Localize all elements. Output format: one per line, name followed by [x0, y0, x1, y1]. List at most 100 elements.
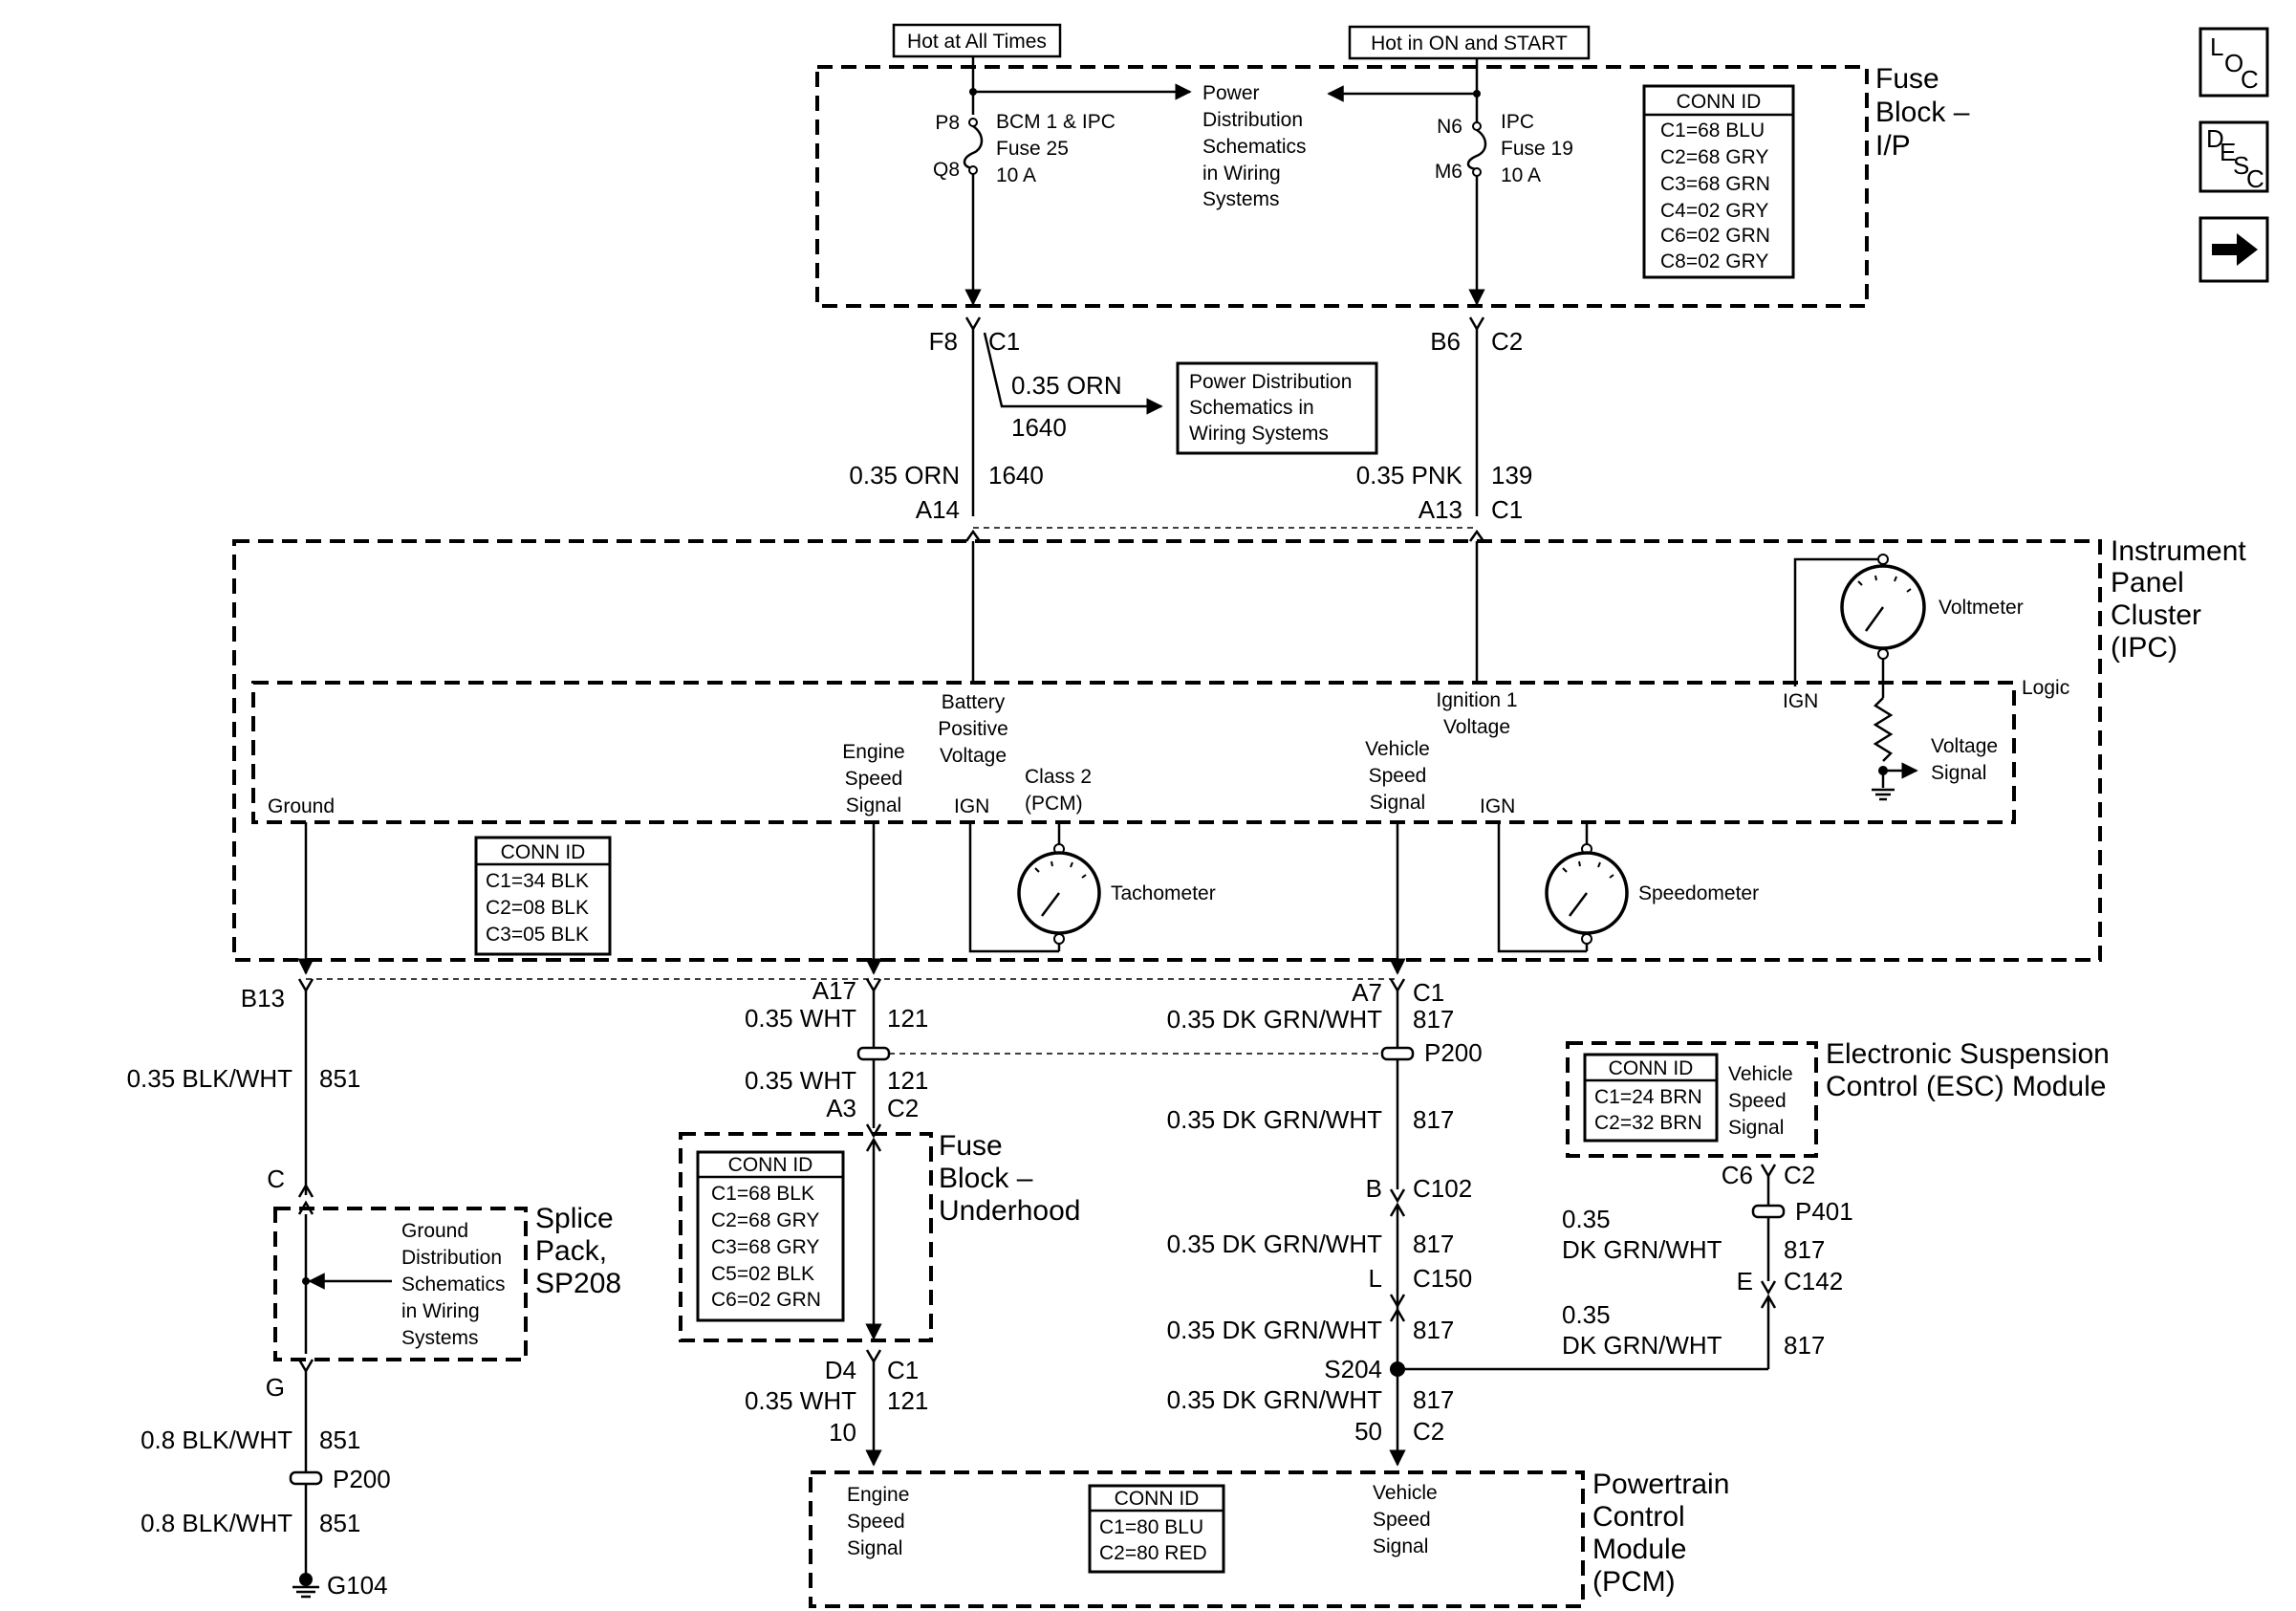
engine-wire-circuit-1: 121 [887, 1004, 928, 1033]
conn-id-row: C6=02 GRN [711, 1289, 821, 1311]
vehicle-speed-path: A7 C1 0.35 DK GRN/WHT 817 P200 0.35 DK G… [1167, 978, 1768, 1467]
pin-10: 10 [829, 1418, 856, 1447]
esc-wire-circuit-2: 817 [1784, 1331, 1825, 1360]
p200-ground-label: P200 [333, 1465, 391, 1493]
left-fuse-label-3: 10 A [996, 164, 1036, 186]
voltage-signal-1: Voltage [1931, 735, 1998, 757]
pin-g: G [266, 1373, 285, 1402]
vss-wire-gauge-2: 0.35 DK GRN/WHT [1167, 1105, 1382, 1134]
pcm-title-3: Module [1592, 1534, 1686, 1565]
conn-id-row: C3=68 GRY [711, 1236, 819, 1258]
ground-label: Ground [268, 795, 335, 817]
conn-id-row: C3=05 BLK [486, 924, 589, 946]
conn-id-row: C2=68 GRY [711, 1209, 819, 1231]
hot-in-on-box [1348, 25, 1591, 60]
fuse-block-ip-title-3: I/P [1875, 130, 1911, 162]
pcm-engine-speed-2: Speed [847, 1511, 905, 1533]
branch-circuit: 1640 [1011, 413, 1067, 442]
speedo-ign: IGN [1480, 795, 1515, 817]
ipc-title-2: Panel [2111, 567, 2184, 599]
hot-at-all-times-label: Hot at All Times [907, 31, 1047, 53]
hot-in-on-label: Hot in ON and START [1371, 33, 1568, 54]
conn-c2-uh: C2 [887, 1094, 919, 1122]
engine-wire-circuit-2: 121 [887, 1066, 928, 1095]
esc-wire-circuit-1: 817 [1784, 1235, 1825, 1264]
speedometer-gauge: IGN Speedometer [1480, 795, 1759, 953]
ground-wire-circuit-3: 851 [319, 1509, 360, 1537]
pin-a3: A3 [826, 1094, 856, 1122]
splice-box-line: in Wiring [401, 1300, 480, 1322]
ground-wire-circuit-2: 851 [319, 1426, 360, 1454]
left-fuse-label-2: Fuse 25 [996, 138, 1069, 160]
conn-c2-pcm: C2 [1413, 1417, 1444, 1446]
pcm-vehicle-speed-2: Speed [1373, 1509, 1431, 1531]
fuse-block-ip-title-1: Fuse [1875, 63, 1939, 95]
splice-pack-title-2: Pack, [535, 1235, 607, 1267]
conn-id-header: CONN ID [501, 841, 586, 863]
vss-wire-gauge-4: 0.35 DK GRN/WHT [1167, 1316, 1382, 1344]
vehicle-speed-label-3: Signal [1370, 792, 1425, 814]
p401-connector [1751, 1204, 1786, 1219]
tach-ign: IGN [954, 795, 989, 817]
tachometer-label: Tachometer [1111, 882, 1216, 904]
p401-label: P401 [1795, 1197, 1853, 1226]
conn-c2: C2 [1491, 327, 1523, 356]
splice-pack-title-3: SP208 [535, 1268, 621, 1299]
loc-button[interactable]: L O C [2199, 27, 2269, 98]
class2-label-2: (PCM) [1025, 793, 1083, 815]
right-fuse-label-3: 10 A [1501, 164, 1541, 186]
battery-label-1: Battery [942, 691, 1006, 713]
desc-letter: C [2246, 164, 2264, 193]
conn-c102: C102 [1413, 1174, 1472, 1203]
desc-letter: D [2206, 124, 2224, 153]
ipc-title-3: Cluster [2111, 599, 2201, 631]
vss-wire-circuit-1: 817 [1413, 1005, 1454, 1034]
underhood-conn-id: CONN ID C1=68 BLK C2=68 GRY C3=68 GRY C5… [696, 1150, 845, 1322]
ignition-label-2: Voltage [1443, 716, 1510, 738]
ground-wire-gauge-1: 0.35 BLK/WHT [127, 1064, 293, 1093]
tachometer-gauge: IGN Class 2 (PCM) Tachometer [954, 766, 1216, 953]
desc-button[interactable]: D E S C [2199, 120, 2269, 193]
speedometer-label: Speedometer [1638, 882, 1759, 904]
power-dist-box-line: Schematics in [1189, 397, 1314, 419]
pcm-vehicle-speed-1: Vehicle [1373, 1482, 1438, 1504]
conn-id-row: C2=32 BRN [1594, 1112, 1702, 1134]
ipc-fuse-19: N6 M6 IPC Fuse 19 10 A [1435, 111, 1573, 306]
esc-title-1: Electronic Suspension [1826, 1038, 2110, 1070]
pin-a14: A14 [916, 495, 960, 524]
conn-id-row: C8=02 GRY [1660, 250, 1768, 272]
pin-e: E [1737, 1267, 1753, 1295]
logic-label: Logic [2022, 677, 2069, 699]
esc-outline [1566, 1041, 1818, 1158]
esc-conn-id: CONN ID C1=24 BRN C2=32 BRN [1583, 1053, 1719, 1143]
esc-wire-gauge-1b: DK GRN/WHT [1562, 1235, 1722, 1264]
hot-at-all-times-box [892, 23, 1062, 58]
pin-b13: B13 [241, 984, 285, 1012]
engine-speed-label-2: Speed [845, 768, 903, 790]
conn-id-row: C5=02 BLK [711, 1263, 814, 1285]
conn-id-row: C1=34 BLK [486, 870, 589, 892]
conn-id-header: CONN ID [1115, 1488, 1200, 1510]
ignition-label-1: Ignition 1 [1436, 689, 1517, 711]
ground-path: B13 0.35 BLK/WHT 851 C Ground Distributi… [127, 978, 1397, 1600]
ground-wire-circuit-1: 851 [319, 1064, 360, 1093]
esc-module: Electronic Suspension Control (ESC) Modu… [1562, 1038, 2110, 1369]
conn-c150: C150 [1413, 1264, 1472, 1293]
conn-c142: C142 [1784, 1267, 1843, 1295]
loc-letter: L [2210, 33, 2223, 61]
conn-c2-esc: C2 [1784, 1161, 1815, 1189]
right-wire-gauge: 0.35 PNK [1356, 461, 1463, 490]
loc-letter: C [2241, 65, 2259, 94]
power-dist-2: Distribution [1202, 109, 1303, 131]
p200-engine-connector [856, 1046, 891, 1061]
ipc-outline [232, 539, 2102, 962]
fuse-ip-conn-id: CONN ID C1=68 BLU C2=68 GRY C3=68 GRN C4… [1642, 84, 1795, 279]
conn-id-row: C1=24 BRN [1594, 1086, 1702, 1108]
conn-c1-uh: C1 [887, 1356, 919, 1384]
next-button[interactable] [2199, 216, 2269, 283]
conn-id-row: C1=68 BLK [711, 1183, 814, 1205]
engine-speed-path: A17 0.35 WHT 121 0.35 WHT 121 A3 C2 Fuse… [679, 976, 1382, 1467]
ipc-title-1: Instrument [2111, 535, 2246, 567]
conn-id-row: C2=08 BLK [486, 897, 589, 919]
pin-a13: A13 [1419, 495, 1462, 524]
